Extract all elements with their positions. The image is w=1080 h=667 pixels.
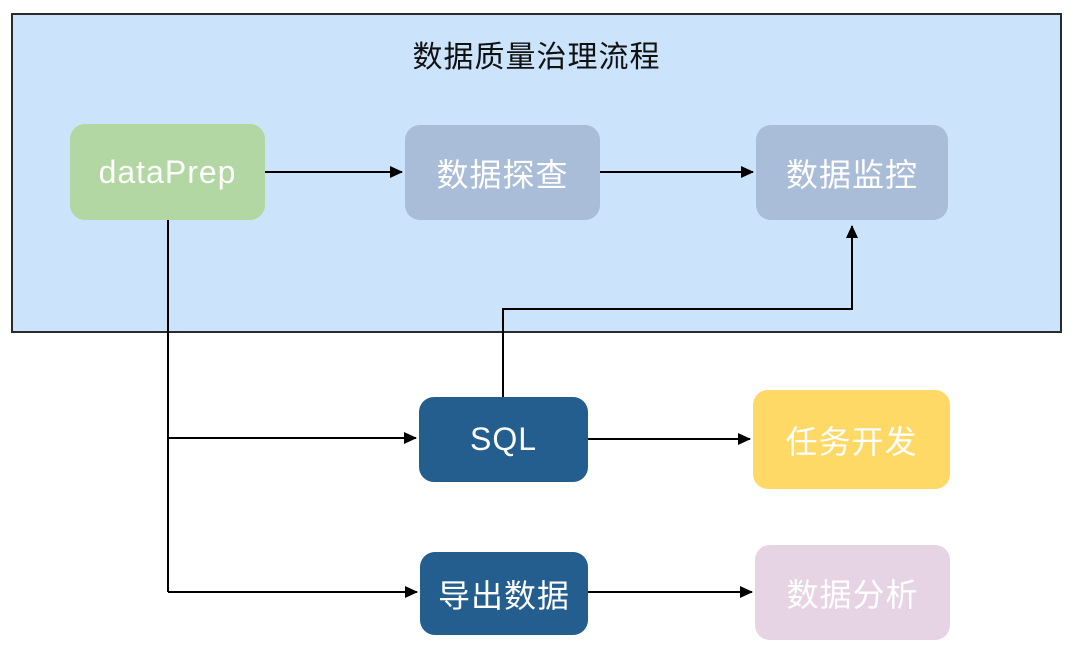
node-dataprep: dataPrep	[70, 124, 265, 220]
node-data-monitoring: 数据监控	[756, 125, 948, 220]
node-task-development: 任务开发	[753, 390, 950, 489]
node-export-data: 导出数据	[420, 552, 588, 635]
node-sql: SQL	[419, 397, 588, 482]
node-data-analysis-label: 数据分析	[786, 576, 919, 613]
node-sql-label: SQL	[469, 421, 538, 457]
node-data-exploration: 数据探查	[405, 125, 600, 220]
node-data-analysis: 数据分析	[755, 545, 950, 640]
group-title: 数据质量治理流程	[412, 41, 661, 74]
node-data-monitoring-label: 数据监控	[785, 156, 918, 193]
edge-sql-to-monitoring	[502, 225, 858, 397]
node-dataprep-label: dataPrep	[98, 153, 237, 190]
node-export-data-label: 导出数据	[437, 577, 570, 614]
node-data-exploration-label: 数据探查	[436, 156, 569, 193]
node-task-development-label: 任务开发	[785, 423, 918, 460]
